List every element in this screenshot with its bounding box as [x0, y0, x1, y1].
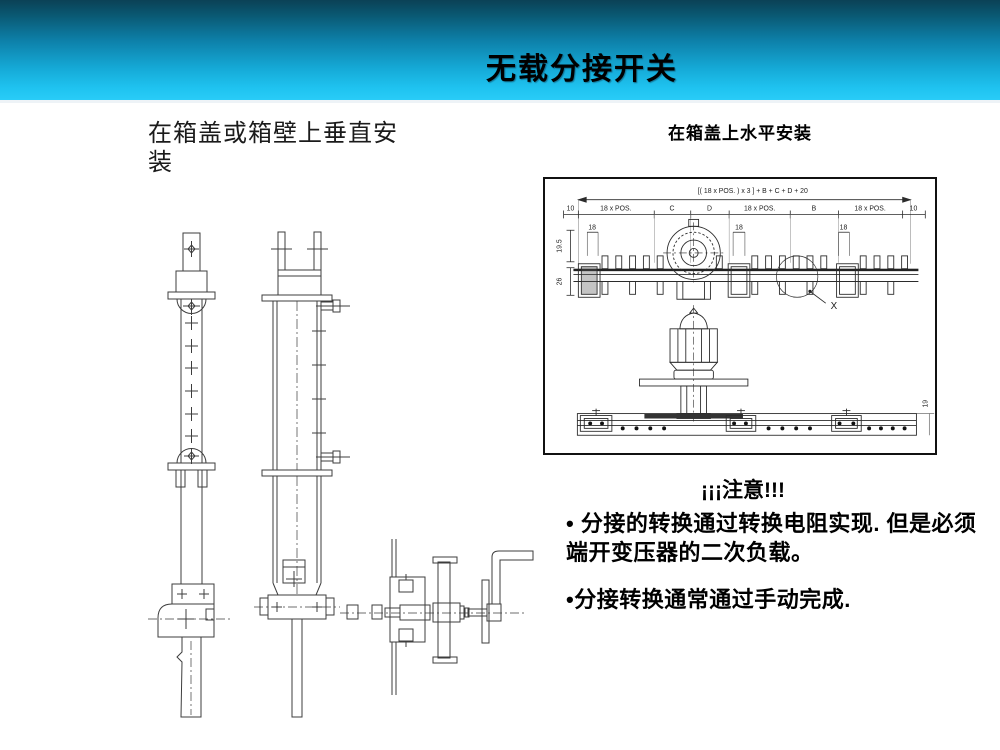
dim-formula: [( 18 x POS. ) x 3 ] + B + C + D + 20: [698, 188, 808, 195]
horizontal-installation-drawing: [( 18 x POS. ) x 3 ] + B + C + D + 20 10…: [543, 177, 937, 455]
vertical-installation-drawing: [130, 205, 560, 720]
column-plus-marks: [185, 316, 198, 443]
horizontal-install-caption: 在箱盖上水平安装: [668, 124, 812, 143]
drive-knob: [663, 218, 725, 300]
dim-26: 26: [557, 278, 564, 286]
horizontal-installation-svg: [( 18 x POS. ) x 3 ] + B + C + D + 20 10…: [557, 188, 935, 436]
contact-studs: [601, 255, 908, 295]
notice-bullets: • 分接的转换通过转换电阻实现. 但是必须端开变压器的二次负载。 •分接转换通常…: [566, 509, 984, 631]
dim-18-1: 18: [588, 224, 596, 231]
notice-title: ¡¡¡注意!!!: [701, 479, 785, 502]
detail-circle: [776, 255, 819, 298]
dim-D: D: [707, 206, 712, 213]
notice-bullet-2: •分接转换通常通过手动完成.: [566, 586, 851, 612]
bottom-rail: [576, 408, 935, 436]
rail-contact-dots: [588, 421, 907, 431]
vertical-install-caption: 在箱盖或箱壁上垂直安装: [148, 121, 398, 177]
dim-18pos-1: 18 x POS.: [600, 206, 631, 213]
dim-18-3: 18: [840, 224, 848, 231]
rail-blocks: [577, 263, 859, 298]
detail-x-label: X: [831, 301, 838, 312]
dim-19: 19: [922, 400, 929, 408]
crank-drive-view: [340, 539, 534, 695]
top-view-rail: [573, 218, 919, 304]
dim-10-right: 10: [910, 206, 918, 213]
side-view-column: [254, 231, 350, 718]
dim-18-2: 18: [735, 224, 743, 231]
side-view-assembly: [576, 305, 935, 436]
dim-18pos-2: 18 x POS.: [744, 206, 775, 213]
notice-bullet-1: • 分接的转换通过转换电阻实现. 但是必须端开变压器的二次负载。: [566, 511, 977, 566]
dimension-labels: [( 18 x POS. ) x 3 ] + B + C + D + 20 10…: [557, 188, 930, 408]
dimension-lines: [563, 196, 926, 296]
dim-18pos-3: 18 x POS.: [854, 206, 885, 213]
header-bottom-edge: [0, 100, 1000, 103]
dim-C: C: [670, 206, 675, 213]
dim-19-5: 19.5: [557, 239, 564, 253]
dim-10-left: 10: [567, 206, 575, 213]
slide-title: 无载分接开关: [486, 53, 678, 86]
front-view-column: [148, 232, 232, 718]
dim-B: B: [812, 206, 817, 213]
vertical-installation-svg: [148, 231, 534, 718]
header-banner: [0, 0, 1000, 100]
